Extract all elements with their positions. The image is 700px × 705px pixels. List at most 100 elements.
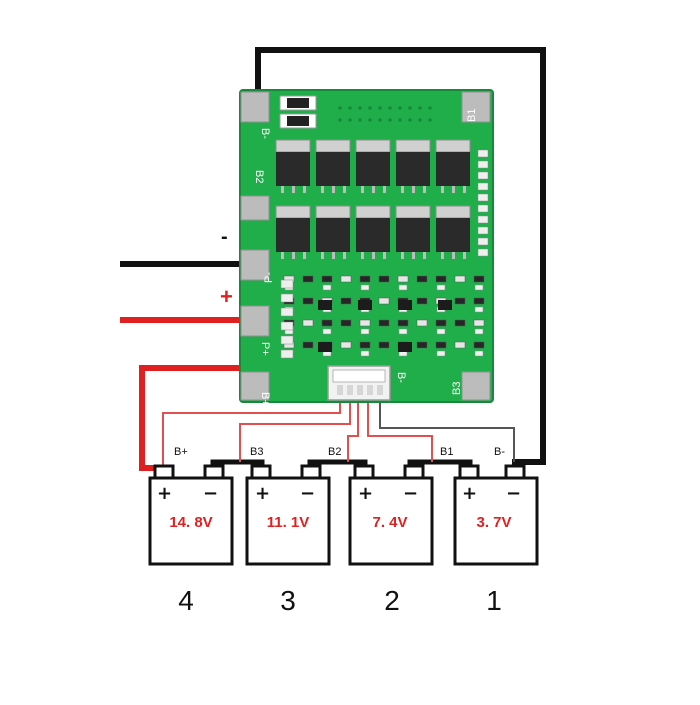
mosfet-pin <box>452 186 455 193</box>
silk-b3: B3 <box>451 382 463 395</box>
smd-part <box>473 297 485 305</box>
smd-part <box>360 284 370 291</box>
mosfet-package <box>316 218 350 252</box>
silk-b-minus: B- <box>259 128 271 139</box>
ic-chip <box>438 300 452 310</box>
via-dot <box>388 106 392 110</box>
silk-b2: B2 <box>253 170 265 183</box>
strip-resistor <box>477 182 489 191</box>
balance-wire-b-plus <box>162 398 341 467</box>
smd-part <box>359 341 371 349</box>
smd-components <box>280 275 485 359</box>
strip-resistor <box>477 248 489 257</box>
smd-part <box>302 297 314 305</box>
smd-part <box>359 319 371 327</box>
cell-4-minus-terminal <box>203 464 225 480</box>
smd-part <box>360 350 370 357</box>
bms-pcb-board: B- B1 B2 P- P+ B+ B3 B- <box>239 89 494 406</box>
cell-3-plus-terminal <box>250 464 272 480</box>
mosfet-package <box>276 218 310 252</box>
cell-3-minus-terminal <box>300 464 322 480</box>
silk-p-minus: P- <box>263 272 275 283</box>
via-dot <box>418 106 422 110</box>
mosfet-package <box>396 152 430 186</box>
cell-4-number: 4 <box>178 585 194 616</box>
pad-b3 <box>461 371 491 401</box>
strip-resistor <box>477 149 489 158</box>
load-minus-label: - <box>221 226 228 248</box>
cell-2-minus-label: − <box>403 483 418 504</box>
ic-chip <box>398 342 412 352</box>
balance-wire-b1 <box>367 398 433 462</box>
smd-part <box>321 319 333 327</box>
cell-4-voltage: 14. 8V <box>169 514 212 531</box>
via-dot <box>338 118 342 122</box>
via-dot <box>408 118 412 122</box>
ic-chip <box>398 300 412 310</box>
balance-wires <box>162 398 515 467</box>
via-dot <box>358 118 362 122</box>
mosfet-pin <box>372 252 375 259</box>
b-plus-main-wire <box>139 365 246 471</box>
smd-part <box>436 284 446 291</box>
mosfet-pin <box>332 252 335 259</box>
smd-resistor <box>280 307 294 317</box>
mosfet-pin <box>423 186 426 193</box>
mosfet-package <box>316 152 350 186</box>
smd-part <box>322 328 332 335</box>
ic-chip <box>318 342 332 352</box>
smd-part <box>397 319 409 327</box>
mosfet-pin <box>303 186 306 193</box>
smd-part <box>360 328 370 335</box>
mosfet-pin <box>401 186 404 193</box>
smd-part <box>340 297 352 305</box>
balance-wire-b-minus <box>379 398 515 462</box>
smd-part <box>436 328 446 335</box>
via-dot <box>398 118 402 122</box>
smd-part <box>416 275 428 283</box>
cell-3-voltage: 11. 1V <box>267 514 310 531</box>
via-dot <box>358 106 362 110</box>
strip-resistor <box>477 171 489 180</box>
smd-resistor <box>280 293 294 303</box>
smd-resistor <box>280 349 294 359</box>
mosfet-package <box>436 152 470 186</box>
cell-1-plus-terminal <box>458 464 480 480</box>
mosfet-tab <box>435 205 471 219</box>
cell-4-minus-label: − <box>203 483 218 504</box>
battery-cell-icon <box>348 476 434 566</box>
mosfet-tab <box>275 205 311 219</box>
cell-2-plus-terminal <box>353 464 375 480</box>
pcb-vias <box>338 106 432 122</box>
mosfet-package <box>436 218 470 252</box>
via-dot <box>368 106 372 110</box>
mosfet-pin <box>372 186 375 193</box>
cell-4-plus-label: + <box>157 483 172 504</box>
smd-part <box>397 275 409 283</box>
mosfet-pin <box>423 252 426 259</box>
mosfet-package <box>356 218 390 252</box>
cell-3-plus-label: + <box>255 483 270 504</box>
smd-part <box>398 284 408 291</box>
mosfet-pin <box>361 252 364 259</box>
via-dot <box>418 118 422 122</box>
mosfet-pin <box>441 186 444 193</box>
mosfet-pin <box>303 252 306 259</box>
mosfet-tab <box>395 205 431 219</box>
pad-p-minus <box>240 249 270 281</box>
battery-cell-3: + − 11. 1V 3 <box>245 464 331 616</box>
mosfet-package <box>396 218 430 252</box>
via-dot <box>408 106 412 110</box>
smd-part <box>473 319 485 327</box>
smd-part <box>398 328 408 335</box>
mosfet-pin <box>452 252 455 259</box>
pad-b-minus <box>240 91 270 123</box>
smd-part <box>378 319 390 327</box>
mosfet-pin <box>412 186 415 193</box>
pad-b1 <box>461 91 491 123</box>
balance-label-b-minus: B- <box>494 446 505 458</box>
ic-chip <box>358 300 372 310</box>
smd-part <box>340 319 352 327</box>
mosfet-pin <box>463 252 466 259</box>
mosfet-pin <box>441 252 444 259</box>
